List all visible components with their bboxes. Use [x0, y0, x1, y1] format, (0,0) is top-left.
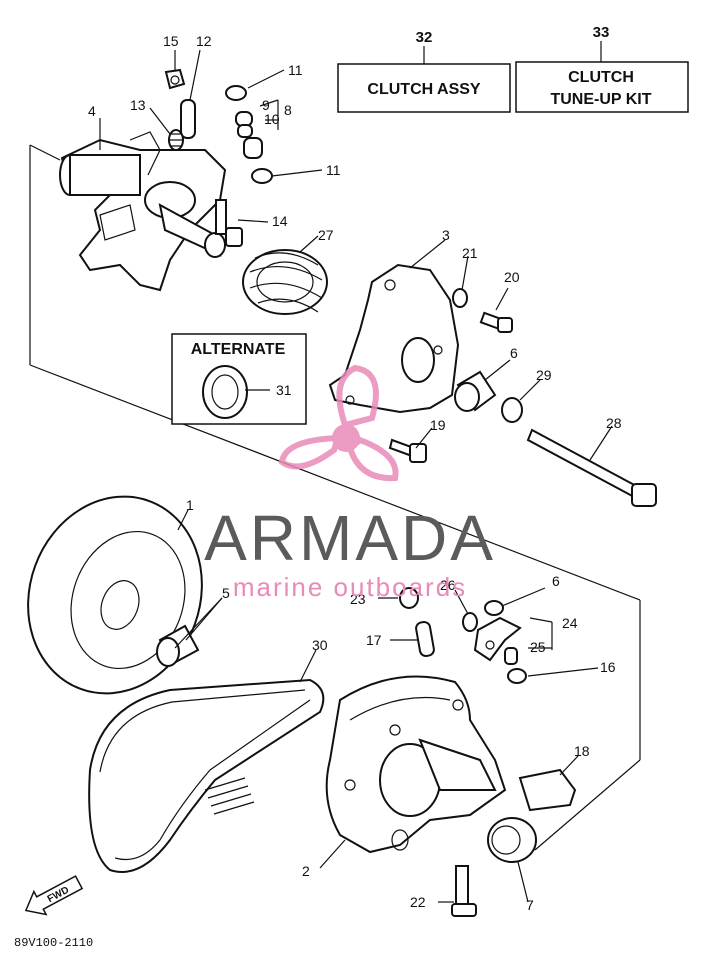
part-1-sliding-sheave [27, 495, 203, 695]
callout-18: 18 [574, 743, 590, 759]
kit-tune-up-number: 33 [593, 24, 610, 41]
fwd-arrow: FWD [24, 875, 84, 916]
callout-22: 22 [410, 894, 426, 910]
part-16-washer [507, 668, 527, 684]
alternate-label: ALTERNATE [191, 341, 286, 358]
watermark: ARMADA marine outboards [204, 364, 496, 602]
part-21-nut [452, 288, 468, 308]
part-15-nut [164, 68, 186, 90]
part-5-bushing [156, 624, 200, 667]
callout-10: 10 [264, 111, 280, 127]
kit-tune-up-label-line1: CLUTCH [568, 69, 634, 86]
callout-30: 30 [312, 637, 328, 653]
callout-8: 8 [284, 102, 292, 118]
callout-13: 13 [130, 97, 146, 113]
part-26-washer [462, 612, 478, 632]
callout-4: 4 [88, 103, 96, 119]
propeller-logo-icon [278, 364, 399, 482]
callout-7: 7 [526, 897, 534, 913]
part-2-secondary-sheave [325, 675, 507, 854]
part-22-bolt [451, 865, 477, 917]
part-4-primary-sheave-hub [59, 131, 227, 292]
callout-leaders [99, 49, 613, 903]
callout-11-top: 11 [288, 62, 303, 78]
drawing-code: 89V100-2110 [14, 936, 93, 950]
part-30-drive-belt [88, 678, 325, 873]
callout-19: 19 [430, 417, 446, 433]
part-23-nut [399, 587, 419, 609]
part-12-pin [180, 99, 196, 139]
part-24-cam-slider [473, 616, 522, 662]
part-27-spring [242, 249, 328, 315]
part-6-bushing-upper [454, 370, 497, 412]
fwd-label: FWD [46, 885, 71, 905]
callout-24: 24 [562, 615, 578, 631]
callout-28: 28 [606, 415, 622, 431]
kit-clutch-tune-up: CLUTCH TUNE-UP KIT 33 [515, 24, 689, 113]
part-19-bolt [388, 438, 427, 463]
part-6-washer-lower [484, 600, 504, 616]
kit-clutch-assy-number: 32 [416, 29, 433, 46]
watermark-brand: ARMADA [204, 502, 496, 574]
callout-20: 20 [504, 269, 520, 285]
callout-1: 1 [186, 497, 194, 513]
kit-clutch-assy: CLUTCH ASSY 32 [337, 29, 511, 113]
part-13-spring [168, 129, 184, 151]
callout-6-lower: 6 [552, 573, 560, 589]
callout-25: 25 [530, 639, 546, 655]
callout-5: 5 [222, 585, 230, 601]
part-14-bolt [215, 199, 243, 247]
part-11-washer-mid [251, 168, 273, 184]
callout-23: 23 [350, 591, 366, 607]
part-9-10-weights [235, 111, 263, 159]
callout-21: 21 [462, 245, 478, 261]
callout-16: 16 [600, 659, 616, 675]
alternate-box: ALTERNATE 31 [171, 333, 307, 425]
part-17-pin [415, 620, 435, 658]
watermark-tagline: marine outboards [233, 572, 467, 602]
kit-clutch-assy-label: CLUTCH ASSY [367, 81, 481, 98]
callout-2: 2 [302, 863, 310, 879]
callout-26: 26 [440, 577, 456, 593]
part-20-bolt [479, 311, 513, 333]
callout-9: 9 [262, 97, 270, 113]
callout-14: 14 [272, 213, 288, 229]
callout-17: 17 [366, 632, 382, 648]
part-11-washer-top [225, 85, 247, 101]
part-18-shim [518, 768, 577, 812]
callout-31: 31 [276, 382, 292, 398]
callout-11-mid: 11 [326, 162, 341, 178]
part-28-long-bolt [526, 428, 657, 507]
part-7-bushing [487, 817, 537, 863]
part-3-cap [328, 263, 460, 414]
callout-6-upper: 6 [510, 345, 518, 361]
callout-29: 29 [536, 367, 552, 383]
callout-12: 12 [196, 33, 212, 49]
callout-15: 15 [163, 33, 179, 49]
kit-tune-up-label-line2: TUNE-UP KIT [550, 91, 651, 108]
callout-numbers: 15 12 11 13 9 8 10 4 11 14 27 3 21 20 6 … [88, 33, 622, 913]
part-25-spacer [504, 647, 518, 665]
callout-27: 27 [318, 227, 334, 243]
part-29-collar [501, 397, 523, 423]
assembly-frame [29, 144, 641, 851]
callout-3: 3 [442, 227, 450, 243]
